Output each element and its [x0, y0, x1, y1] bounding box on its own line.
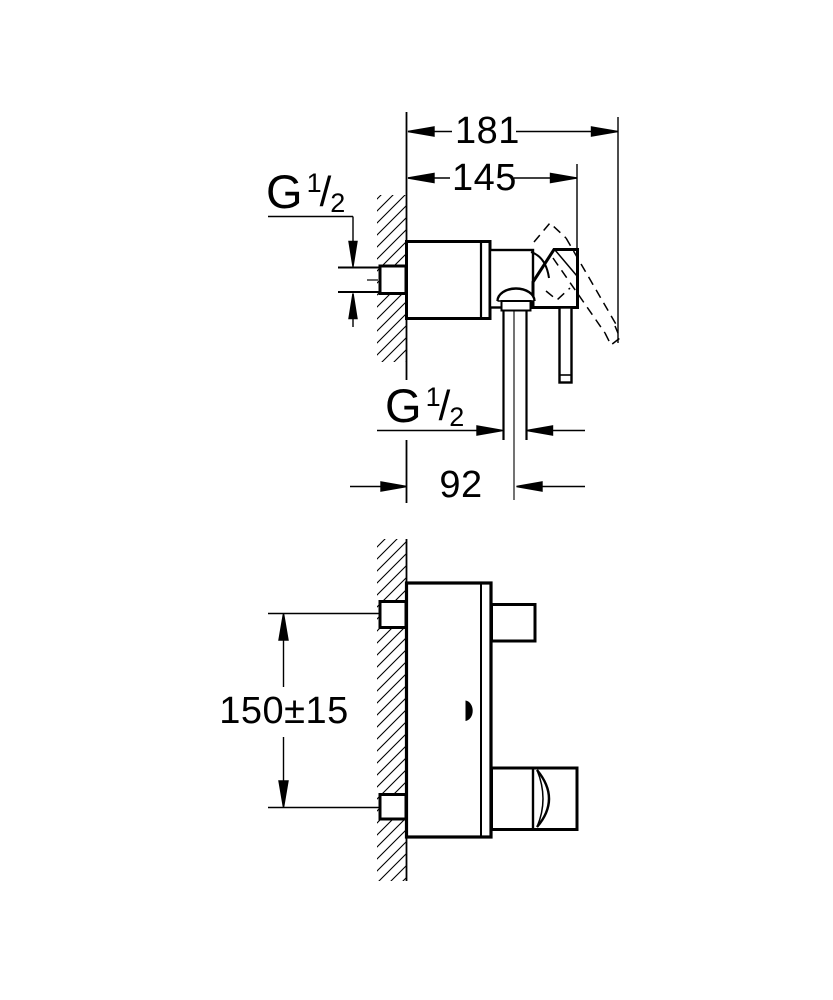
front-view	[377, 539, 579, 881]
thread-slash: /	[438, 382, 451, 429]
dimension-150	[268, 612, 379, 809]
dimension-text-145: 145	[452, 157, 517, 199]
side-view	[338, 112, 621, 503]
lever-end-curve-inner	[536, 769, 544, 828]
mixer-body-front	[404, 581, 493, 839]
leader-thread-top	[268, 215, 358, 327]
arrowhead-right	[380, 481, 407, 492]
thread-slash: /	[319, 168, 332, 215]
arrowhead-right	[476, 425, 503, 436]
arrowhead-up	[348, 293, 358, 320]
arrowhead-left	[526, 425, 554, 436]
dimension-text-181: 181	[455, 110, 520, 152]
dimension-145	[407, 172, 577, 184]
arrowhead-left	[407, 172, 435, 184]
arrowhead-down	[348, 240, 358, 267]
arrowhead-down	[278, 780, 289, 808]
dashed-lever-pivot	[545, 287, 571, 301]
wall-union-fitting	[378, 264, 408, 295]
arrowhead-left	[407, 126, 435, 137]
thread-numerator: 1	[425, 382, 441, 412]
dimension-181	[407, 126, 618, 137]
arrowhead-right	[590, 126, 618, 137]
dashed-lever-tip	[533, 221, 567, 243]
lever-end-curve-outer	[536, 769, 551, 828]
front-view-dimensions	[268, 612, 379, 809]
outlet-front	[490, 766, 579, 831]
arrowhead-left	[516, 481, 543, 492]
dashed-lever-upper-edge	[565, 237, 618, 327]
thread-prefix: G	[266, 165, 303, 218]
dimension-92	[350, 481, 585, 492]
thread-denominator: 2	[449, 402, 465, 432]
dimension-text-150: 150±15	[219, 690, 349, 732]
valve-head-edge-detail	[554, 249, 578, 277]
arrowhead-right	[549, 172, 577, 184]
arrowhead-up	[278, 613, 289, 641]
lower-wall-union	[378, 793, 408, 821]
side-view-dimensions	[268, 117, 619, 492]
valve-head-front	[490, 603, 537, 643]
wall-hatching-front-view	[377, 539, 407, 881]
upper-wall-union	[378, 600, 408, 629]
mixer-body-side	[405, 240, 492, 320]
thread-prefix: G	[385, 379, 422, 432]
body-detail-mark	[465, 700, 473, 721]
outlet-pipe	[502, 310, 528, 440]
outlet-collar	[500, 300, 532, 312]
valve-head-arc-detail	[530, 251, 550, 279]
dimension-text-92: 92	[439, 464, 483, 506]
lever-rod	[558, 306, 573, 384]
thread-numerator: 1	[306, 168, 322, 198]
outlet-dome	[496, 287, 536, 302]
dashed-lever-lower-edge	[552, 257, 606, 334]
dimension-thread-outlet	[377, 425, 585, 436]
supply-stub-lines	[338, 266, 380, 293]
thread-denominator: 2	[330, 188, 346, 218]
